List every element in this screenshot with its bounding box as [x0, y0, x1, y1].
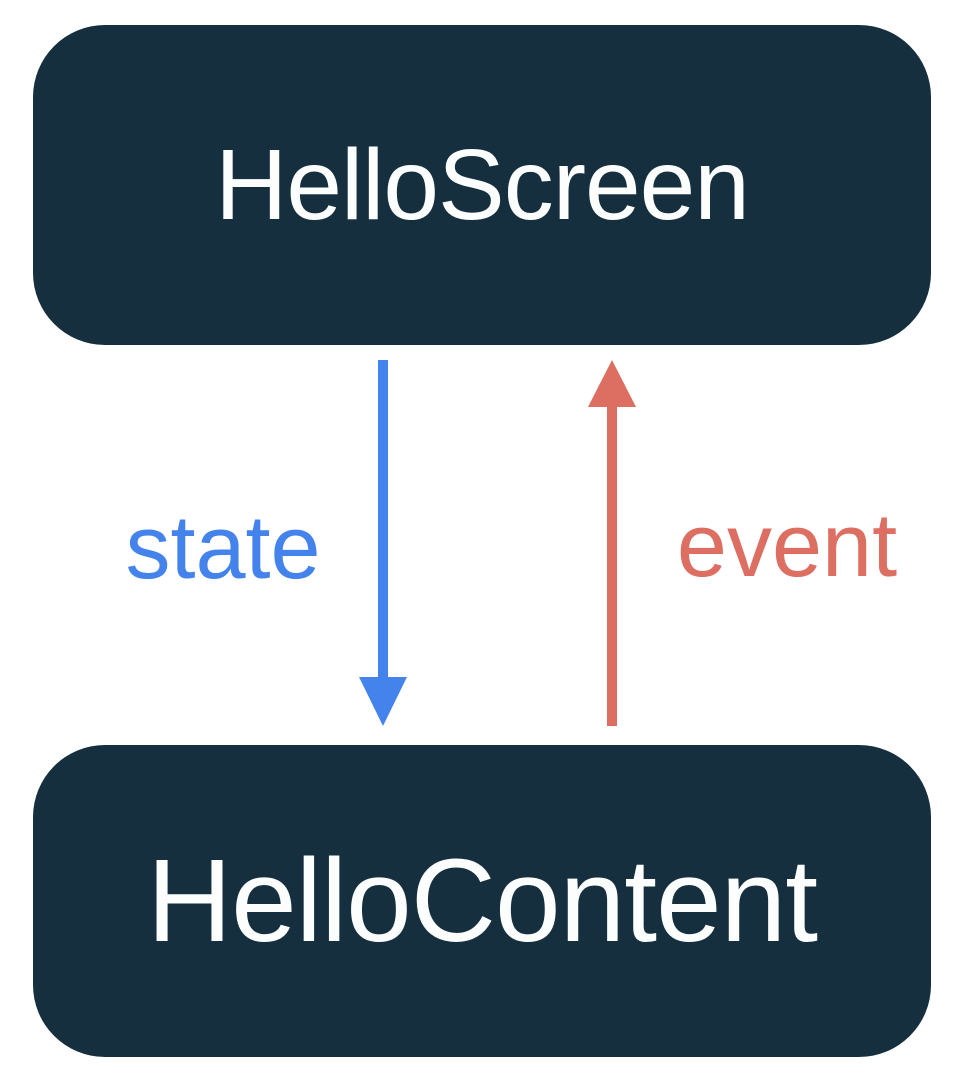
- state-label: state: [125, 498, 321, 598]
- helloscreen-label: HelloScreen: [215, 129, 750, 241]
- state-down-arrow-icon: [359, 360, 407, 726]
- event-up-arrow-icon: [588, 360, 636, 726]
- helloscreen-box: HelloScreen: [33, 25, 931, 345]
- hellocontent-box: HelloContent: [33, 745, 931, 1057]
- hellocontent-label: HelloContent: [146, 835, 818, 967]
- event-label: event: [676, 496, 898, 596]
